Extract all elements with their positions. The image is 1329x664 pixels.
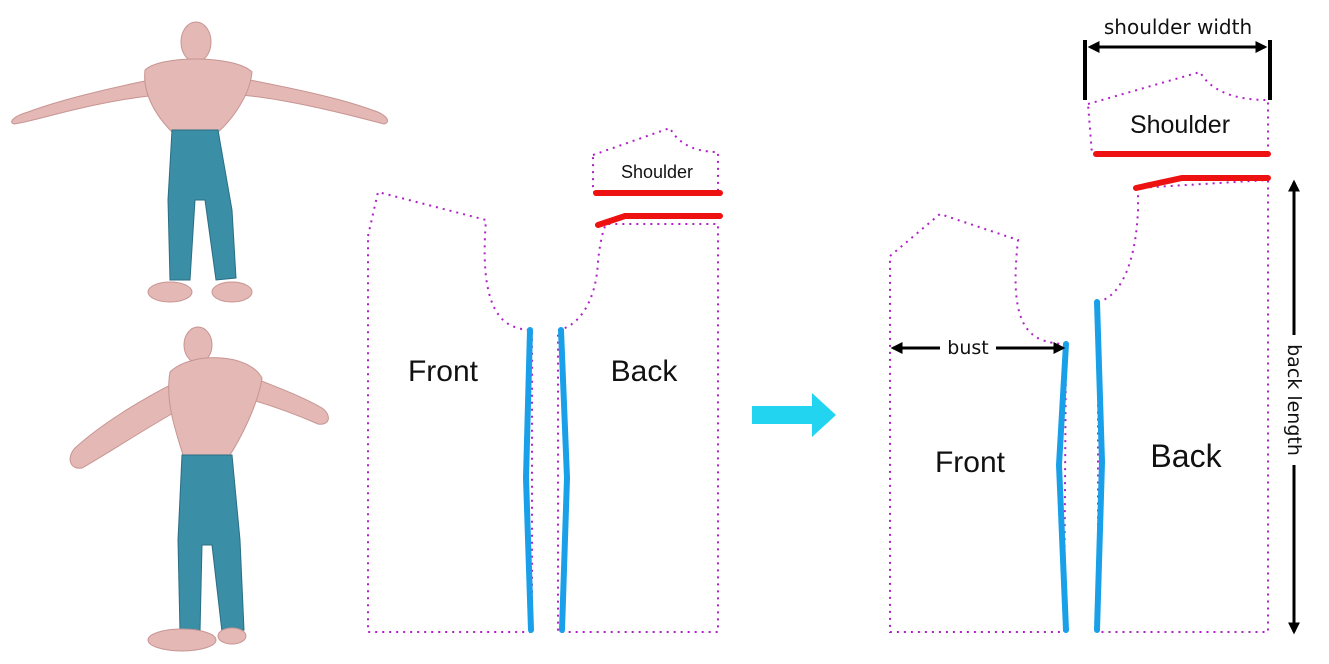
bust-measure: bust (890, 337, 1066, 359)
back-top-red-line (595, 213, 723, 228)
back-side-seam-after (1094, 299, 1106, 633)
after-shoulder-label: Shoulder (1130, 111, 1230, 139)
front-side-seam-after (1055, 341, 1069, 633)
shoulder-piece-outline (592, 126, 719, 193)
shoulder-width-label: shoulder width (1104, 15, 1252, 39)
after-front-label: Front (935, 446, 1006, 479)
after-back-label: Back (1150, 438, 1222, 474)
back-top-red-line-after (1133, 175, 1271, 191)
back-side-seam (558, 327, 571, 633)
back-length-label: back length (1283, 344, 1305, 456)
mannequin-back-figure (69, 326, 329, 652)
mannequin-front-figure (11, 21, 388, 303)
before-shoulder-label: Shoulder (621, 162, 693, 182)
shoulder-width-measure: shoulder width (1083, 12, 1272, 100)
pattern-before: Front Back Shoulder (367, 126, 723, 633)
before-front-label: Front (408, 355, 479, 388)
front-piece-outline (367, 190, 533, 633)
shoulder-piece-outline-after (1086, 70, 1269, 155)
before-back-label: Back (611, 355, 679, 388)
transition-arrow-icon (752, 393, 836, 437)
back-piece-outline-after (1097, 178, 1269, 633)
bust-label: bust (947, 337, 988, 359)
front-piece-outline-after (889, 212, 1068, 633)
back-length-measure: back length (1283, 179, 1305, 635)
front-side-seam (522, 327, 534, 633)
back-piece-outline (557, 223, 719, 633)
